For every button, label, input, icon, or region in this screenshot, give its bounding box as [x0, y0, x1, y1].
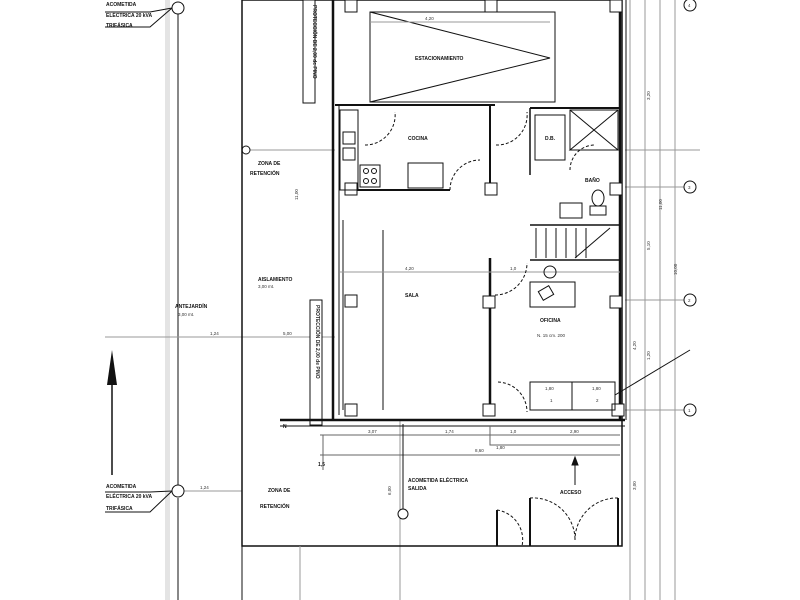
room-label-storage: D.B. — [545, 136, 556, 142]
dimension-label: 1,74 — [445, 429, 454, 434]
cabinet-number: 2 — [596, 398, 599, 403]
level-mark: 1,5 — [318, 462, 325, 468]
stairs — [535, 227, 611, 259]
dimension-label: 2,90 — [570, 429, 579, 434]
dimension-label: 10,00 — [673, 263, 678, 275]
meter-label: ACOMETIDA ELÉCTRICA — [408, 476, 468, 484]
dimension-label: 3,20 — [646, 91, 651, 100]
zone-label-retention: RETENCIÓN — [250, 169, 280, 177]
office-note: N. 15 cm. 200 — [537, 333, 566, 338]
dimension-label: 3,07 — [368, 429, 377, 434]
protection-strip — [309, 299, 323, 426]
callout-label: TRIFÁSICA — [106, 505, 133, 512]
room-label-office: OFICINA — [540, 318, 561, 324]
svg-text:4: 4 — [688, 3, 691, 8]
callout-label: ACOMETIDA — [106, 2, 137, 8]
dimension-label: 1,80 — [592, 386, 601, 391]
dimension-label: 11,00 — [658, 199, 663, 210]
grid-lines — [105, 0, 700, 600]
lot-boundary — [241, 0, 623, 600]
dimension-label: 1,20 — [646, 351, 651, 360]
access-label: ACCESO — [560, 490, 582, 496]
dimension-label: 1,0 — [510, 429, 517, 434]
level-mark: N — [283, 424, 287, 430]
zone-label-side: AISLAMIENTO — [258, 277, 292, 283]
dimension-label: 4,20 — [425, 16, 434, 21]
protection-label: PROTECCIÓN DE 2,00 de PINO — [311, 5, 319, 79]
svg-text:1: 1 — [688, 408, 691, 413]
callout-label: ELÉCTRICA 20 kVA — [106, 492, 153, 500]
axis-bubble — [171, 1, 185, 15]
room-label-living: SALA — [405, 293, 419, 299]
meter-icon — [397, 508, 409, 520]
dimension-label: 1,80 — [496, 445, 505, 450]
dimension-label: 3,00 — [632, 481, 637, 490]
north-arrow-icon — [107, 350, 117, 475]
zone-label-retention: RETENCIÓN — [260, 502, 290, 510]
zone-label-retention: ZONA DE — [268, 488, 291, 494]
dimension-label: 8,60 — [475, 448, 484, 453]
axis-bubble — [241, 145, 251, 155]
dimension-label: 5,10 — [646, 241, 651, 250]
room-label-kitchen: COCINA — [408, 136, 428, 142]
callout-label: ELÉCTRICA 20 kVA — [106, 11, 153, 19]
protection-label: PROTECCIÓN DE 2,00 de PINO — [314, 305, 322, 379]
protection-strip — [302, 0, 316, 104]
axis-bubble — [171, 484, 185, 498]
zone-label-side: 3,00 mt. — [178, 312, 194, 317]
dimension-label: 5,00 — [283, 331, 292, 336]
dimension-label: 4,20 — [632, 341, 637, 350]
dimension-label: 1,24 — [200, 485, 209, 490]
zone-label-retention: ZONA DE — [258, 161, 281, 167]
kitchen-fixtures — [339, 109, 528, 191]
callout-label: TRIFÁSICA — [106, 22, 133, 29]
bath-fixtures — [559, 144, 607, 219]
dimension-label: 1,24 — [210, 331, 219, 336]
callout-label: ACOMETIDA — [106, 484, 137, 490]
dimension-label: 4,20 — [405, 266, 414, 271]
building-walls — [280, 0, 627, 427]
dimension-label: 6,00 — [387, 486, 392, 495]
cabinet-number: 1 — [550, 398, 553, 403]
meter-label: SALIDA — [408, 486, 427, 492]
svg-text:2: 2 — [688, 298, 691, 303]
parking-space — [369, 11, 556, 103]
room-label-bath: BAÑO — [585, 177, 600, 184]
access-doors — [496, 455, 619, 547]
storage-room — [534, 109, 620, 161]
zone-label-side: ANTEJARDÍN — [175, 302, 208, 310]
dimension-label: 11,00 — [294, 189, 299, 200]
axis-bubble: 4 3 2 1 — [683, 0, 697, 417]
dimension-label: 1,80 — [545, 386, 554, 391]
room-label-parking: ESTACIONAMIENTO — [415, 56, 464, 62]
dimension-lines — [320, 426, 620, 470]
columns — [344, 0, 625, 417]
dimension-label: 1,0 — [510, 266, 517, 271]
svg-text:3: 3 — [688, 185, 691, 190]
zone-label-side: 3,00 mt. — [258, 284, 274, 289]
office-furniture — [494, 262, 691, 413]
